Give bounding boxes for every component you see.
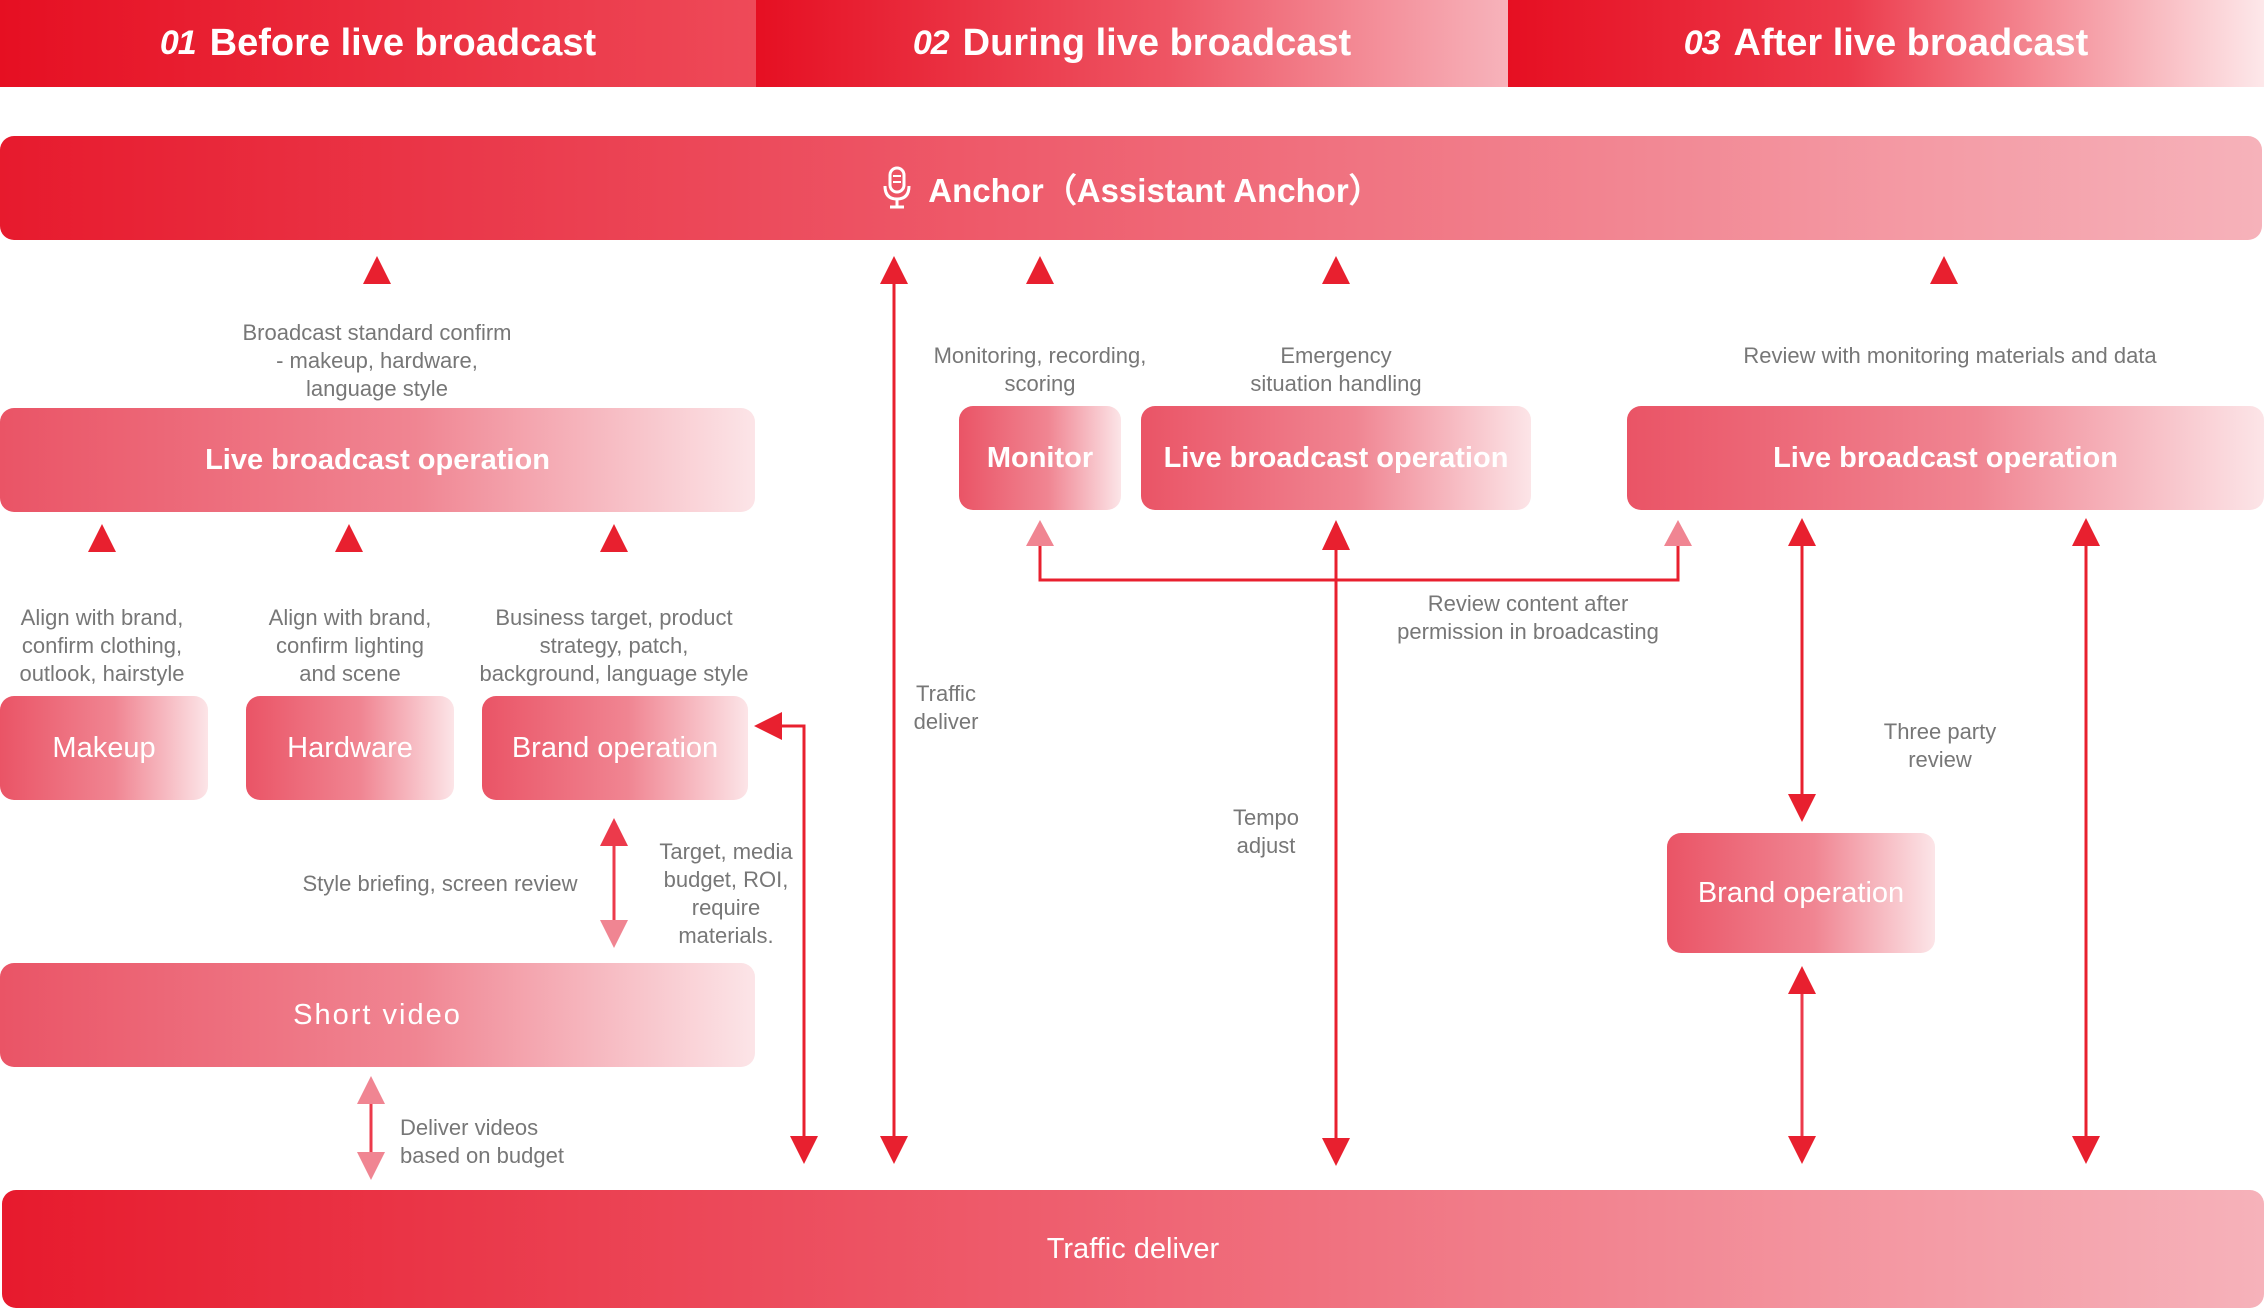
target-media-label: Target, media budget, ROI, require mater… — [659, 839, 793, 948]
deliver-videos-label: Deliver videos based on budget — [400, 1115, 564, 1168]
traffic-deliver-bar: Traffic deliver — [2, 1190, 2264, 1308]
phase-title: Before live broadcast — [209, 22, 597, 64]
phase-title: During live broadcast — [962, 22, 1352, 64]
arrowhead-up — [1322, 256, 1350, 284]
target-media-arrow — [772, 724, 806, 1150]
phase-number: 02 — [912, 24, 950, 62]
box-label: Makeup — [52, 731, 156, 764]
review-content-label: Review content after permission in broad… — [1397, 591, 1659, 644]
arrowhead-down — [880, 1136, 908, 1164]
align-lighting-label: Align with brand, confirm lighting and s… — [268, 605, 432, 686]
phase-number: 03 — [1683, 24, 1721, 62]
review-monitoring-label: Review with monitoring materials and dat… — [1743, 343, 2157, 368]
monitoring-label: Monitoring, recording, scoring — [933, 343, 1147, 396]
arrowhead-up — [335, 524, 363, 552]
arrowhead-up — [1788, 518, 1816, 546]
arrowhead-down — [600, 920, 628, 948]
business-target-label: Business target, product strategy, patch… — [479, 605, 749, 686]
anchor-label: Anchor（Assistant Anchor） — [928, 172, 1382, 209]
box-label: Hardware — [287, 731, 413, 764]
arrowhead-up — [600, 818, 628, 846]
tempo-label: Tempo adjust — [1232, 805, 1300, 858]
monitor-box: Monitor — [959, 406, 1121, 510]
arrowhead-down — [1322, 1138, 1350, 1166]
phase-number: 01 — [159, 24, 197, 62]
emergency-label: Emergency situation handling — [1250, 343, 1422, 396]
arrowhead-down — [2072, 1136, 2100, 1164]
arrowhead-down — [1788, 794, 1816, 822]
arrowhead-up — [1322, 520, 1350, 550]
arrowhead-up — [2072, 518, 2100, 546]
box-label: Brand operation — [1697, 876, 1905, 909]
live-operation-after-box: Live broadcast operation — [1627, 406, 2264, 510]
connector-lines — [100, 270, 2088, 1166]
arrowhead-down — [357, 1152, 385, 1180]
arrowhead-left — [754, 712, 782, 740]
arrowhead-up — [88, 524, 116, 552]
brand-operation-before-box: Brand operation — [482, 696, 748, 800]
box-label: Short video — [293, 998, 462, 1031]
box-label: Traffic deliver — [1046, 1232, 1220, 1265]
live-operation-before-box: Live broadcast operation — [0, 408, 755, 512]
arrowhead-up — [880, 256, 908, 284]
three-party-label: Three party review — [1883, 719, 1997, 772]
brand-operation-after-box: Brand operation — [1667, 833, 1935, 953]
arrowhead-up — [363, 256, 391, 284]
short-video-box: Short video — [0, 963, 755, 1067]
makeup-box: Makeup — [0, 696, 208, 800]
traffic-deliver-label: Traffic deliver — [913, 681, 979, 734]
style-briefing-label: Style briefing, screen review — [302, 871, 578, 896]
arrowhead-down — [1788, 1136, 1816, 1164]
review-content-connector — [1038, 540, 1680, 582]
arrowhead-up — [1026, 520, 1054, 546]
live-operation-during-box: Live broadcast operation — [1141, 406, 1531, 510]
arrowhead-up — [1788, 966, 1816, 994]
broadcast-standard-label: Broadcast standard confirm - makeup, har… — [242, 320, 512, 401]
box-label: Live broadcast operation — [1163, 441, 1509, 474]
box-label: Live broadcast operation — [205, 443, 550, 476]
box-label: Brand operation — [511, 731, 719, 764]
arrowhead-up — [1026, 256, 1054, 284]
arrowheads — [88, 256, 2100, 1180]
anchor-bar: Anchor（Assistant Anchor） — [0, 136, 2262, 240]
arrowhead-up — [1664, 520, 1692, 546]
phase-title: After live broadcast — [1733, 22, 2089, 64]
arrowhead-up — [357, 1076, 385, 1104]
arrowhead-up — [600, 524, 628, 552]
phase-header-during: 02 During live broadcast — [756, 0, 1508, 87]
arrowhead-up — [1930, 256, 1958, 284]
box-label: Live broadcast operation — [1773, 441, 2118, 474]
arrowhead-down — [790, 1136, 818, 1164]
align-clothing-label: Align with brand, confirm clothing, outl… — [19, 605, 185, 686]
box-label: Monitor — [986, 441, 1094, 474]
microphone-icon — [883, 166, 911, 209]
hardware-box: Hardware — [246, 696, 454, 800]
phase-header-before: 01 Before live broadcast — [0, 0, 756, 87]
phase-header-after: 03 After live broadcast — [1508, 0, 2264, 87]
